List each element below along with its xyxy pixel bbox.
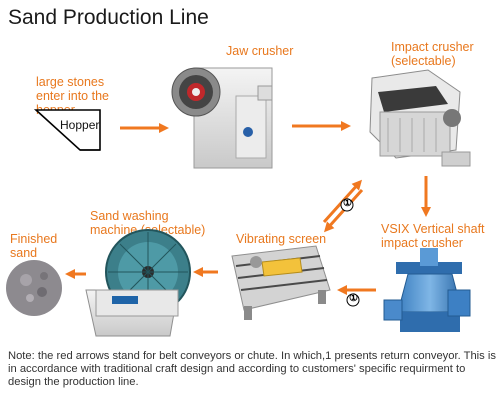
diagram-title: Sand Production Line bbox=[8, 6, 209, 29]
return-conveyor-marker-1 bbox=[340, 198, 354, 212]
return-conveyor-marker-2 bbox=[346, 293, 360, 307]
return-marker-text-1: ① bbox=[343, 198, 352, 209]
vibrating-screen-icon bbox=[231, 245, 331, 320]
vsix-crusher-label: VSIX Vertical shaft impact crusher bbox=[381, 222, 485, 250]
sand-washing-icon bbox=[85, 229, 191, 337]
impact-crusher-label: Impact crusher (selectable) bbox=[391, 40, 474, 68]
return-marker-text-2: ① bbox=[349, 293, 358, 304]
note-text: Note: the red arrows stand for belt conv… bbox=[8, 350, 496, 388]
jaw-crusher-label: Jaw crusher bbox=[226, 44, 294, 58]
finished-sand-label: Finished sand bbox=[10, 232, 58, 260]
hopper-icon bbox=[33, 109, 101, 151]
impact-crusher-icon bbox=[369, 69, 471, 167]
hopper-label: Hopper bbox=[60, 118, 100, 132]
jaw-crusher-icon bbox=[171, 67, 273, 169]
finished-sand-icon bbox=[6, 260, 62, 316]
vibrating-screen-label: Vibrating screen bbox=[236, 232, 327, 246]
vsix-crusher-icon bbox=[383, 248, 471, 332]
